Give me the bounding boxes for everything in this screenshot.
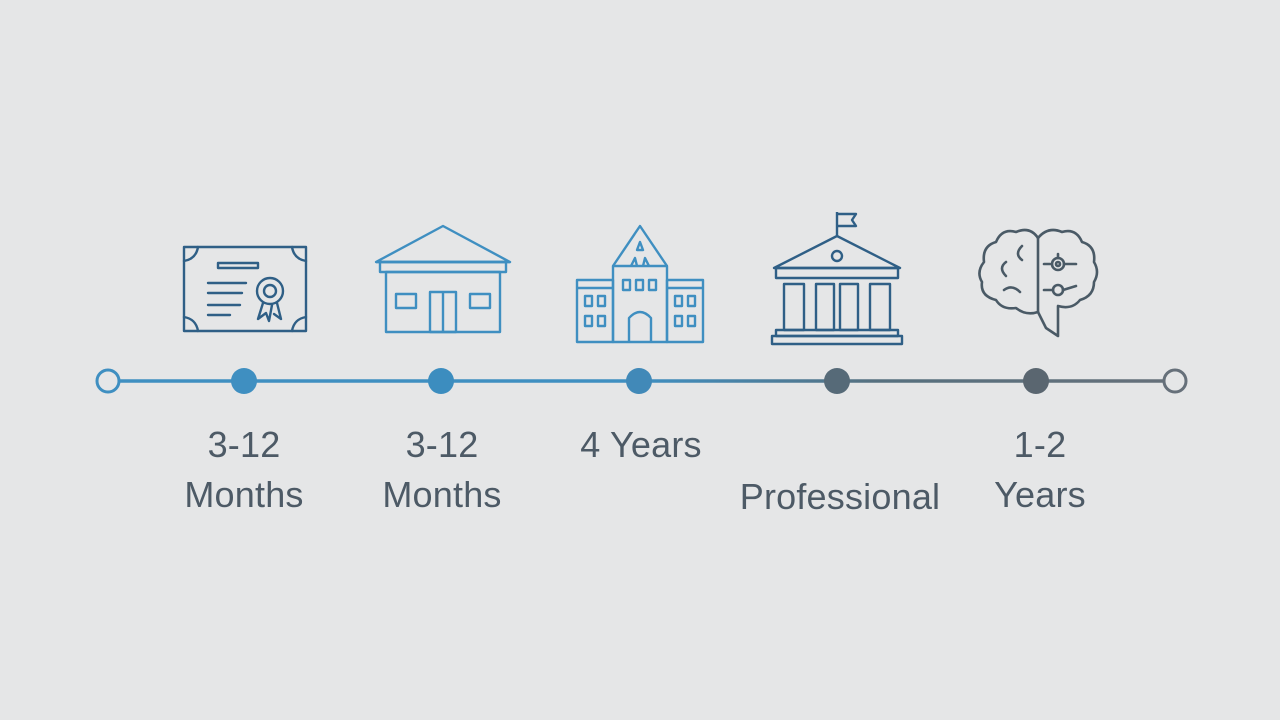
duration-label-specialization: 1-2 Years <box>994 424 1086 515</box>
brain-gears-icon <box>976 224 1100 346</box>
timeline-node-2 <box>428 368 454 394</box>
duration-label-certificate: 3-12 Months <box>184 424 304 515</box>
timeline-start-node <box>95 368 121 394</box>
timeline-end-node <box>1162 368 1188 394</box>
university-campus-icon <box>575 222 705 344</box>
institution-flag-icon <box>772 210 902 346</box>
duration-label-trade-school: 3-12 Months <box>382 424 502 515</box>
duration-label-professional: Professional <box>739 476 941 517</box>
timeline-node-3 <box>626 368 652 394</box>
certificate-icon <box>180 243 310 335</box>
school-building-icon <box>374 222 512 334</box>
timeline-node-4 <box>824 368 850 394</box>
duration-label-university: 4 Years <box>580 424 702 465</box>
timeline-node-1 <box>231 368 257 394</box>
timeline-node-5 <box>1023 368 1049 394</box>
